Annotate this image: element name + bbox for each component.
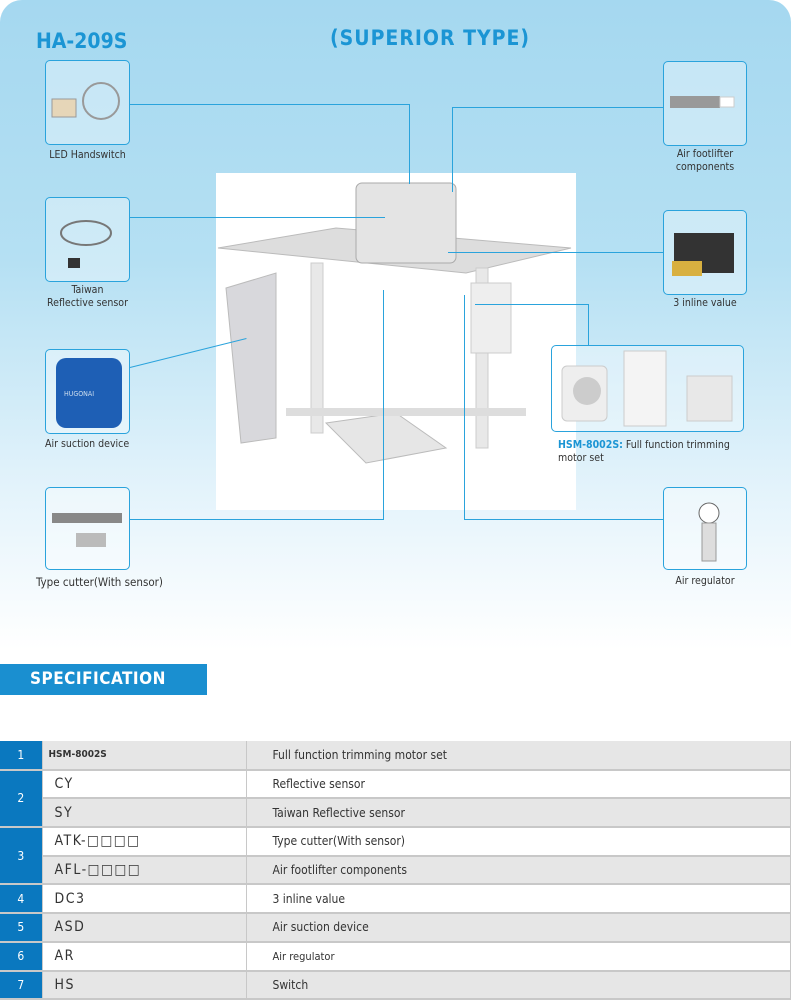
hsm-motor-box: [551, 345, 744, 432]
row-desc: Reflective sensor: [246, 769, 791, 800]
air-suction-label: Air suction device: [45, 438, 130, 450]
row-number: 6: [0, 941, 43, 972]
row-desc: 3 inline value: [246, 884, 791, 915]
row-desc: Air regulator: [246, 941, 791, 972]
row-code: DC3: [42, 884, 247, 915]
footlifter-label: Air footlifter components: [675, 148, 735, 173]
row-number: 7: [0, 970, 43, 1000]
handswitch-icon: [51, 82, 120, 120]
footlifter-icon: [670, 96, 735, 108]
row-code: HS: [42, 970, 247, 1000]
row-number: 4: [0, 884, 43, 915]
air-regulator-box: [663, 487, 747, 570]
model-title: HA-209S: [36, 29, 128, 53]
inline-valve-label: 3 inline value: [673, 297, 737, 309]
suction-brand: HUGONAI: [64, 390, 95, 398]
row-code: HSM-8002S: [42, 741, 247, 771]
cutter-icon: [52, 513, 122, 547]
regulator-icon: [698, 502, 720, 562]
row-number: 5: [0, 913, 43, 943]
row-number: 3: [0, 827, 43, 886]
sewing-machine-image: [216, 173, 576, 510]
sensor-icon: [60, 220, 112, 268]
row-code: ATK-□□□□: [42, 827, 247, 857]
hsm-code: HSM-8002S:: [558, 439, 623, 451]
row-desc: Air footlifter components: [246, 855, 791, 886]
table-row: AFL-□□□□Air footlifter components: [0, 855, 791, 886]
row-code: ASD: [42, 913, 247, 943]
row-code: SY: [42, 798, 247, 829]
row-number: 1: [0, 741, 43, 771]
air-suction-box: HUGONAI: [45, 349, 130, 434]
footlifter-box: [663, 61, 747, 146]
type-title: (SUPERIOR TYPE): [330, 26, 531, 50]
row-code: AR: [42, 941, 247, 972]
type-cutter-box: [45, 487, 130, 570]
row-desc: Type cutter(With sensor): [246, 827, 791, 857]
row-desc: Switch: [246, 970, 791, 1000]
type-cutter-label: Type cutter(With sensor): [36, 575, 163, 589]
hsm-desc: Full function trimming motor set: [558, 439, 730, 464]
suction-bag-icon: [56, 358, 122, 428]
led-handswitch-box: [45, 60, 130, 145]
row-code: CY: [42, 769, 247, 800]
air-regulator-label: Air regulator: [675, 575, 735, 587]
valve-icon: [672, 233, 734, 276]
inline-valve-box: [663, 210, 747, 295]
taiwan-sensor-label: Taiwan Reflective sensor: [47, 284, 128, 309]
motor-set-icon: [561, 350, 733, 427]
taiwan-sensor-box: [45, 197, 130, 282]
row-code: AFL-□□□□: [42, 855, 247, 886]
led-handswitch-label: LED Handswitch: [49, 149, 126, 161]
hsm-motor-label: HSM-8002S: Full function trimming motor …: [558, 439, 758, 465]
row-desc: Full function trimming motor set: [246, 741, 791, 771]
row-desc: Taiwan Reflective sensor: [246, 798, 791, 829]
row-desc: Air suction device: [246, 913, 791, 943]
specification-heading: SPECIFICATION: [0, 664, 207, 695]
row-number: 2: [0, 769, 43, 829]
